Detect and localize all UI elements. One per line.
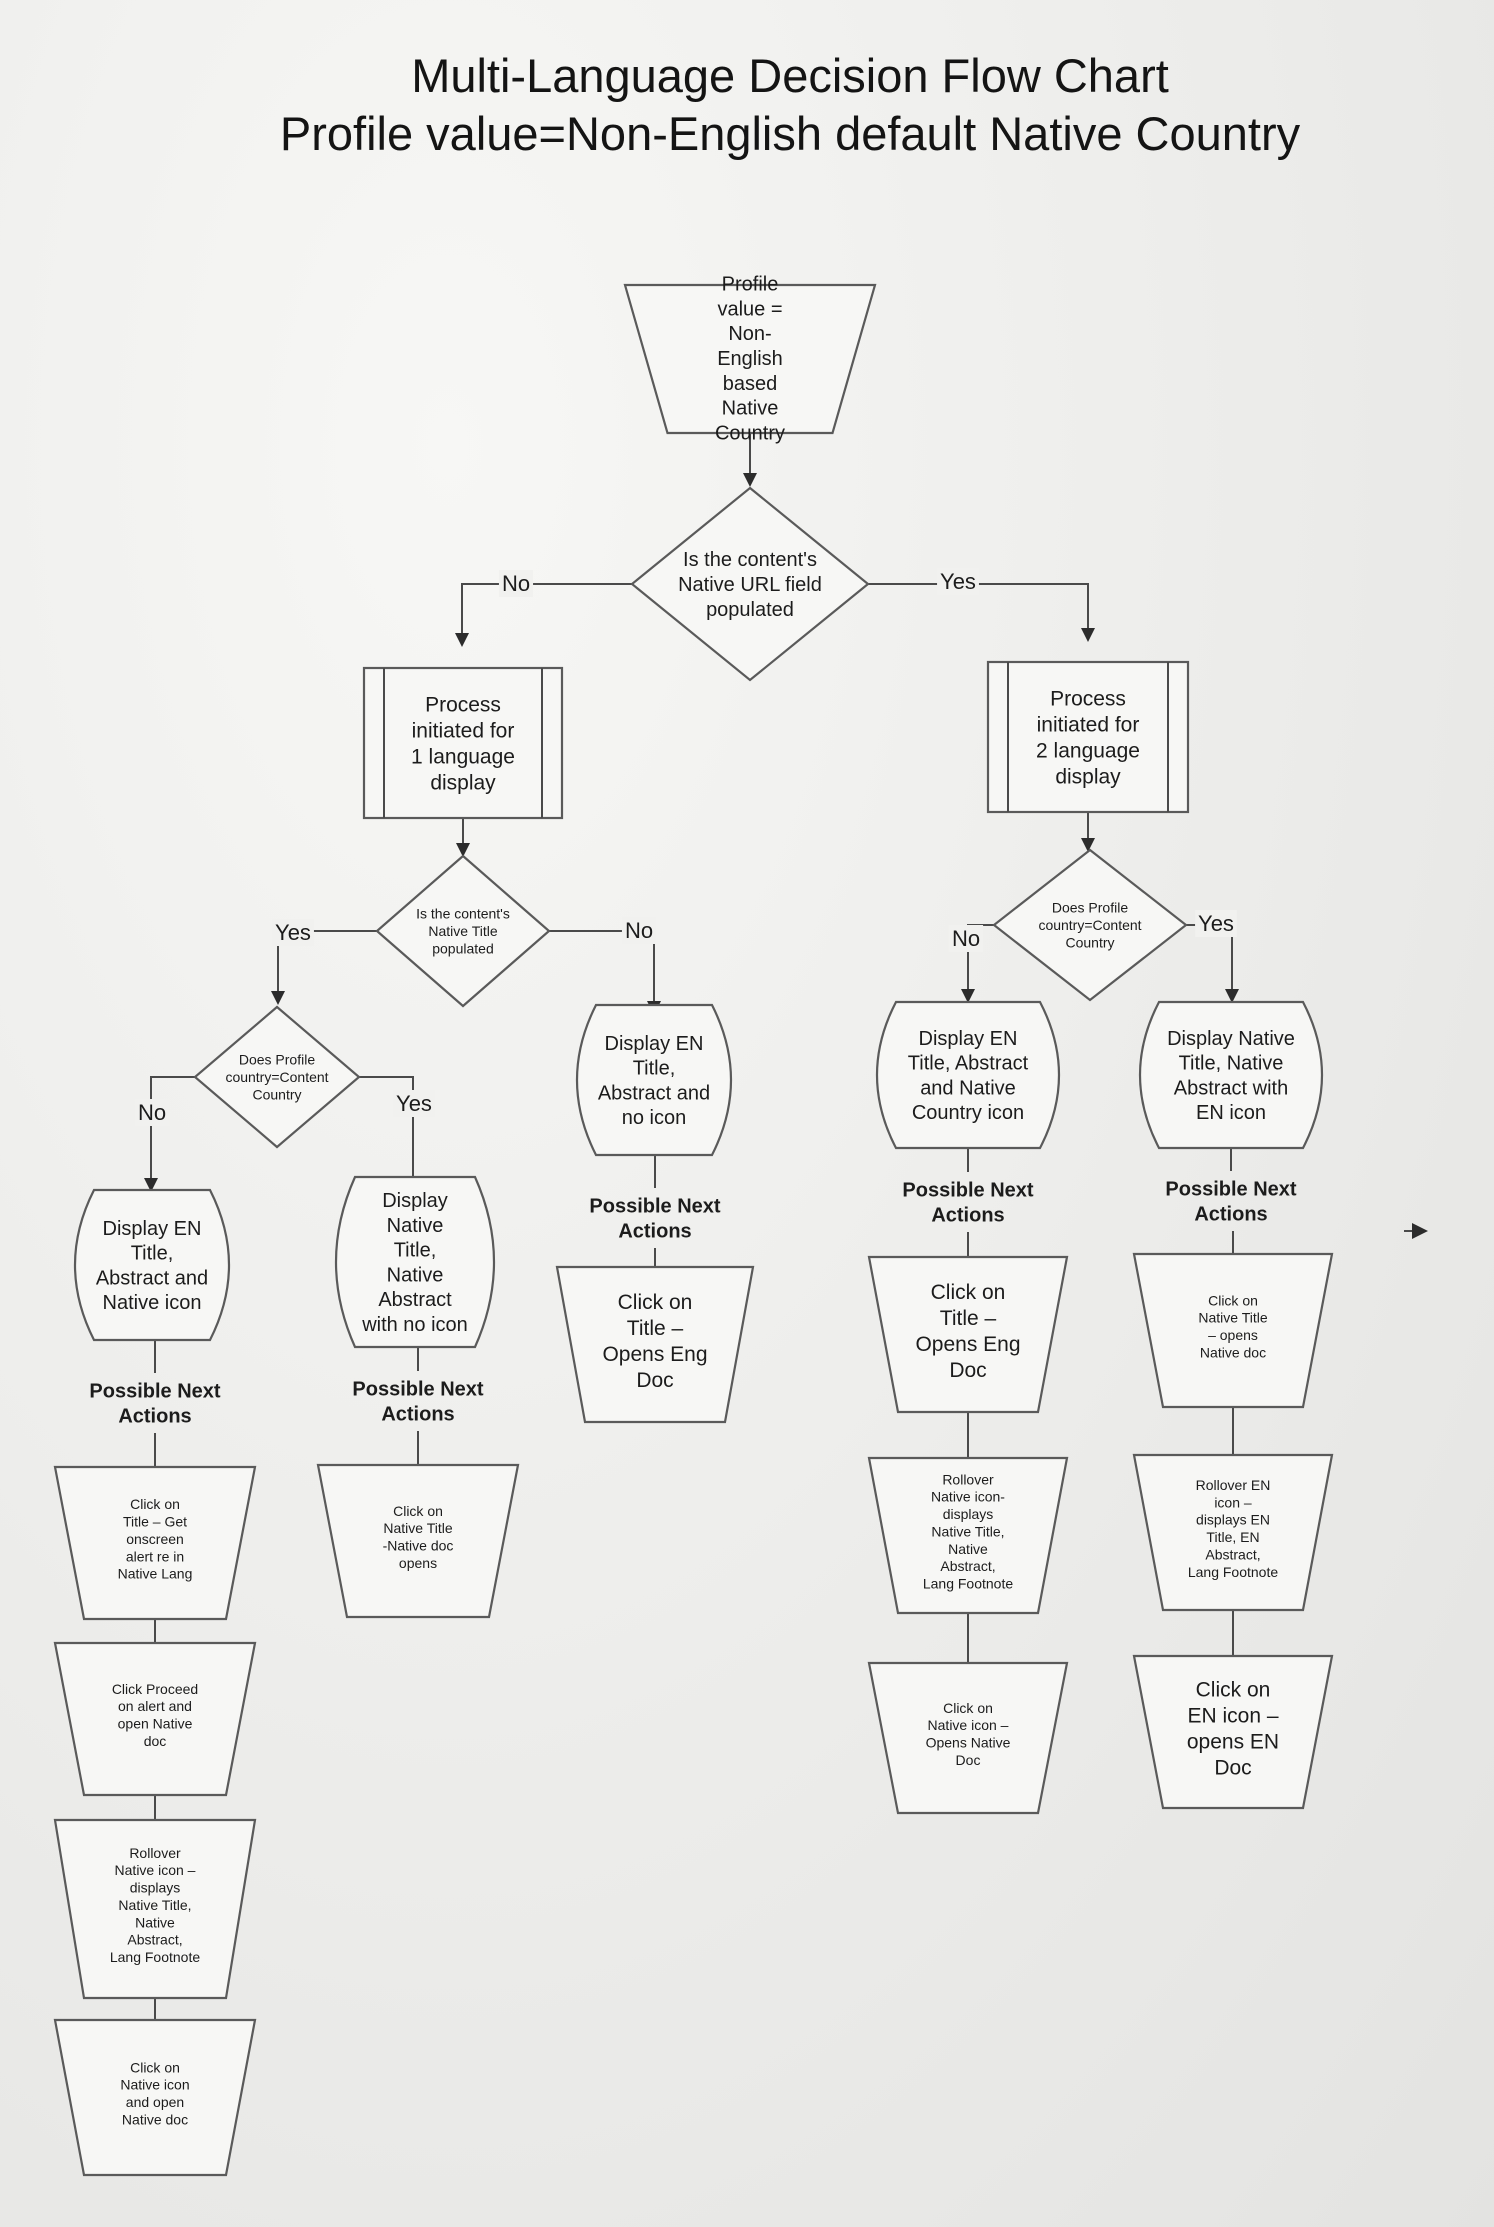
arrow-q1-yes xyxy=(1081,628,1095,642)
chart-title-line1: Multi-Language Decision Flow Chart xyxy=(411,49,1169,102)
edge-label-q4-yes: Yes xyxy=(396,1091,432,1116)
display-en-native-icon xyxy=(74,1188,230,1342)
action-c1-2 xyxy=(53,1641,257,1797)
edge-label-q2-yes-bg xyxy=(272,919,314,946)
action-c4-2 xyxy=(867,1456,1069,1615)
edge-label-q4-yes-bg xyxy=(393,1090,435,1117)
edge-label-q1-yes-bg xyxy=(937,568,979,595)
arrow-q4-no xyxy=(144,1178,158,1192)
start-node xyxy=(623,283,877,435)
display-native-no-icon xyxy=(334,1175,496,1349)
action-c5-2 xyxy=(1132,1453,1334,1612)
edge-label-q3-yes: Yes xyxy=(1198,911,1234,936)
decision-native-url xyxy=(630,486,870,682)
arrow-proc1-q2 xyxy=(456,843,470,857)
decision-country-right xyxy=(992,848,1188,1002)
arrow-q3-no xyxy=(961,989,975,1003)
chart-title-line2: Profile value=Non-English default Native… xyxy=(280,107,1301,160)
arrow-q2-yes xyxy=(271,991,285,1005)
edge-label-q2-yes: Yes xyxy=(275,920,311,945)
edge-label-q1-no: No xyxy=(502,571,530,596)
edge-q1-no xyxy=(461,583,632,642)
edge-label-q2-no-bg xyxy=(621,917,657,944)
edge-label-q4-no-bg xyxy=(134,1099,170,1126)
process-1-language xyxy=(362,666,564,820)
action-c1-3 xyxy=(53,1818,257,2000)
edge-label-q4-no: No xyxy=(138,1100,166,1125)
action-c3-1 xyxy=(555,1265,755,1424)
display-en-country-icon xyxy=(876,1000,1060,1150)
edge-q4-no xyxy=(150,1076,195,1187)
action-c5-1 xyxy=(1132,1252,1334,1409)
action-c4-1 xyxy=(867,1255,1069,1414)
decision-country-left xyxy=(193,1005,361,1149)
arrow-q3-yes xyxy=(1225,989,1239,1003)
stray-arrow-icon xyxy=(1412,1223,1428,1239)
edge-label-q1-no-bg xyxy=(498,570,534,597)
edge-label-q3-no-bg xyxy=(948,925,984,952)
action-c1-1 xyxy=(53,1465,257,1621)
shapes xyxy=(53,283,1334,2177)
display-en-no-icon xyxy=(576,1003,732,1157)
action-c4-3 xyxy=(867,1661,1069,1815)
process-2-language xyxy=(986,660,1190,814)
edge-label-q3-no: No xyxy=(952,926,980,951)
display-native-en-icon xyxy=(1139,1000,1323,1150)
action-c2-1 xyxy=(316,1463,520,1619)
arrow-q1-no xyxy=(455,633,469,647)
arrow-proc2-q3 xyxy=(1081,838,1095,852)
edge-label-q1-yes: Yes xyxy=(940,569,976,594)
action-c5-3 xyxy=(1132,1654,1334,1810)
action-c1-4 xyxy=(53,2018,257,2177)
edge-label-q2-no: No xyxy=(625,918,653,943)
decision-native-title xyxy=(375,854,551,1008)
arrow-start-q1 xyxy=(743,473,757,487)
edge-label-q3-yes-bg xyxy=(1195,910,1237,937)
edge-q4-yes xyxy=(359,1076,414,1185)
